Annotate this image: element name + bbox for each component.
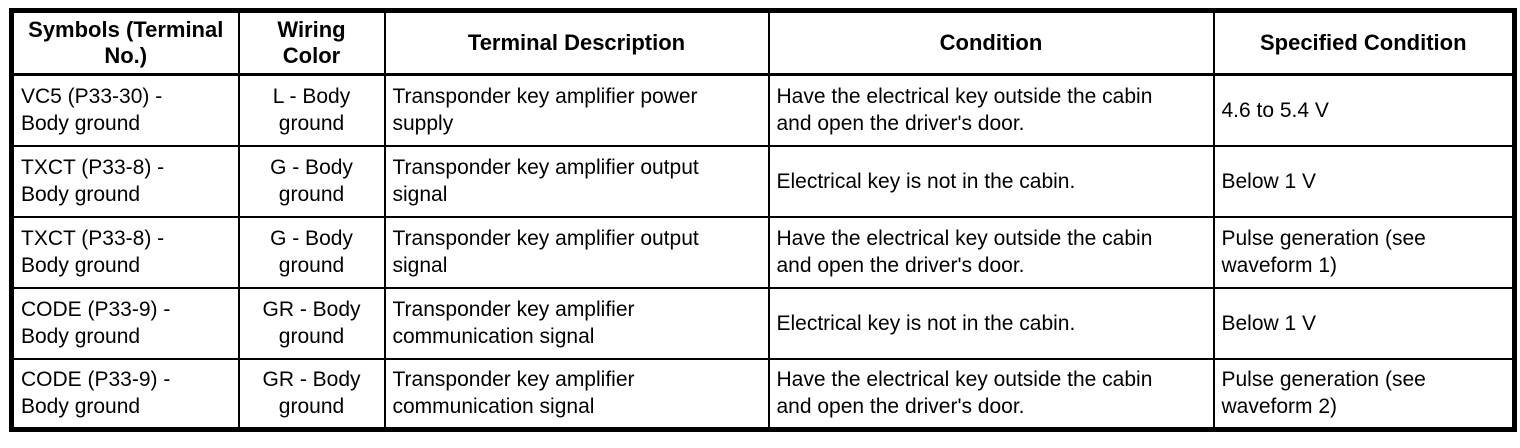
cell-symbol: TXCT (P33-8) - Body ground [10,144,240,218]
cell-symbol: VC5 (P33-30) - Body ground [10,73,240,147]
cell-symbol: CODE (P33-9) - Body ground [10,286,240,360]
cell-symbol: TXCT (P33-8) - Body ground [10,215,240,289]
terminal-spec-table: Symbols (Terminal No.) Wiring Color Term… [9,8,1517,432]
cell-wiring-color: G - Body ground [237,144,386,218]
cell-symbol: CODE (P33-9) - Body ground [10,357,240,431]
cell-condition: Have the electrical key outside the cabi… [767,215,1215,289]
cell-condition: Have the electrical key outside the cabi… [767,73,1215,147]
cell-terminal-description: Transponder key amplifier communication … [383,357,770,431]
header-specified-condition: Specified Condition [1212,9,1516,76]
cell-wiring-color: GR - Body ground [237,286,386,360]
cell-wiring-color: G - Body ground [237,215,386,289]
header-symbols-terminal-no: Symbols (Terminal No.) [10,9,240,76]
cell-specified-condition: Pulse generation (see waveform 2) [1212,357,1516,431]
header-condition: Condition [767,9,1215,76]
cell-condition: Electrical key is not in the cabin. [767,286,1215,360]
table-row: TXCT (P33-8) - Body ground G - Body grou… [10,215,1516,289]
cell-terminal-description: Transponder key amplifier output signal [383,215,770,289]
table-row: CODE (P33-9) - Body ground GR - Body gro… [10,357,1516,431]
table-row: CODE (P33-9) - Body ground GR - Body gro… [10,286,1516,360]
cell-condition: Electrical key is not in the cabin. [767,144,1215,218]
table-row: TXCT (P33-8) - Body ground G - Body grou… [10,144,1516,218]
cell-terminal-description: Transponder key amplifier communication … [383,286,770,360]
header-wiring-color: Wiring Color [237,9,386,76]
header-row: Symbols (Terminal No.) Wiring Color Term… [10,9,1516,76]
cell-wiring-color: L - Body ground [237,73,386,147]
cell-specified-condition: 4.6 to 5.4 V [1212,73,1516,147]
header-terminal-description: Terminal Description [383,9,770,76]
cell-terminal-description: Transponder key amplifier output signal [383,144,770,218]
cell-condition: Have the electrical key outside the cabi… [767,357,1215,431]
cell-specified-condition: Pulse generation (see waveform 1) [1212,215,1516,289]
cell-wiring-color: GR - Body ground [237,357,386,431]
cell-specified-condition: Below 1 V [1212,286,1516,360]
cell-specified-condition: Below 1 V [1212,144,1516,218]
table-row: VC5 (P33-30) - Body ground L - Body grou… [10,73,1516,147]
cell-terminal-description: Transponder key amplifier power supply [383,73,770,147]
